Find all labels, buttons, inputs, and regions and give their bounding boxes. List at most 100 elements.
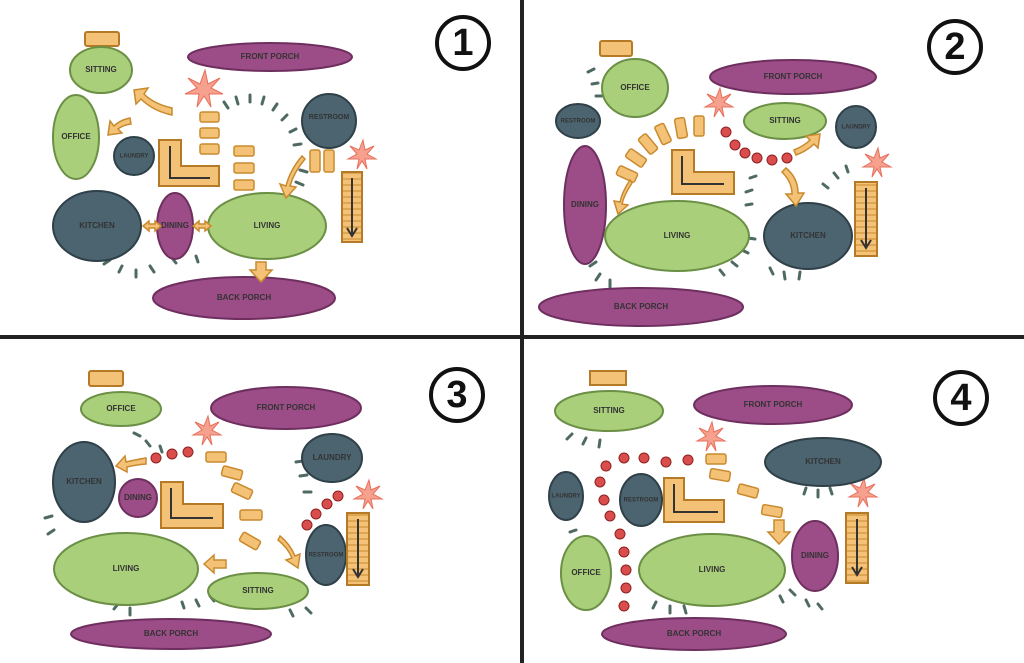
hatch-marks bbox=[102, 93, 309, 279]
window-icon bbox=[589, 370, 627, 386]
room-office bbox=[601, 58, 669, 118]
room-label-living: LIVING bbox=[113, 564, 140, 573]
arrow-icon bbox=[612, 178, 633, 216]
room-office bbox=[80, 391, 162, 427]
room-living bbox=[604, 200, 750, 272]
step-blocks bbox=[615, 115, 705, 183]
path-dots bbox=[594, 452, 694, 612]
room-label-dining: DINING bbox=[161, 221, 189, 230]
room-dining bbox=[791, 520, 839, 592]
panel-number: 4 bbox=[950, 377, 971, 419]
room-kitchen bbox=[764, 437, 882, 487]
room-label-office: OFFICE bbox=[61, 132, 91, 141]
panel-number-circle bbox=[927, 19, 983, 75]
panel-number-circle bbox=[435, 15, 491, 71]
stair-direction-icon bbox=[860, 188, 872, 250]
plant-icon bbox=[352, 478, 384, 510]
path-dots bbox=[150, 446, 344, 531]
panel-number: 3 bbox=[446, 374, 467, 416]
arrow-icon bbox=[277, 534, 301, 570]
room-office bbox=[52, 94, 100, 180]
room-label-dining: DINING bbox=[571, 200, 599, 209]
room-restroom bbox=[555, 103, 601, 139]
stair-direction-icon bbox=[352, 519, 364, 579]
flow-arrows bbox=[612, 133, 821, 216]
step-blocks bbox=[705, 453, 784, 519]
arrow-icon bbox=[248, 261, 274, 284]
plant-icon bbox=[184, 68, 224, 108]
step-blocks bbox=[199, 111, 335, 191]
room-label-restroom: RESTROOM bbox=[309, 553, 344, 559]
room-back-porch bbox=[538, 287, 744, 327]
room-living bbox=[638, 533, 786, 607]
room-label-laundry: LAUNDRY bbox=[841, 125, 870, 131]
room-laundry bbox=[113, 136, 155, 176]
window-icon bbox=[599, 40, 633, 57]
room-laundry bbox=[301, 433, 363, 483]
plant-icon bbox=[191, 414, 223, 446]
room-living bbox=[53, 532, 199, 606]
room-label-sitting: SITTING bbox=[242, 586, 274, 595]
room-sitting bbox=[743, 102, 827, 140]
hatch-marks bbox=[43, 431, 313, 618]
room-label-sitting: SITTING bbox=[593, 406, 625, 415]
panel-3: 3 OFFICE FRONT PORCH KITCHEN DINING LAUN… bbox=[43, 367, 485, 650]
room-label-kitchen: KITCHEN bbox=[805, 457, 841, 466]
stair-direction-icon bbox=[851, 519, 863, 577]
hatch-marks bbox=[586, 67, 850, 289]
room-kitchen bbox=[52, 190, 142, 262]
room-sitting bbox=[554, 390, 664, 432]
arrow-icon bbox=[780, 166, 806, 208]
room-label-office: OFFICE bbox=[106, 404, 136, 413]
room-laundry bbox=[548, 471, 584, 521]
stair-direction-icon bbox=[346, 178, 358, 238]
plant-icon bbox=[703, 86, 735, 118]
room-label-front-porch: FRONT PORCH bbox=[764, 72, 823, 81]
plant-icon bbox=[861, 146, 893, 178]
room-label-kitchen: KITCHEN bbox=[790, 231, 826, 240]
arrow-icon bbox=[202, 553, 227, 575]
room-label-restroom: RESTROOM bbox=[624, 498, 659, 504]
arrow-icon bbox=[191, 219, 213, 233]
room-label-front-porch: FRONT PORCH bbox=[744, 400, 803, 409]
panel-number: 1 bbox=[452, 22, 473, 64]
plant-icon bbox=[847, 476, 879, 508]
plant-icon bbox=[346, 138, 378, 170]
room-label-back-porch: BACK PORCH bbox=[144, 629, 198, 638]
stair-direction-icon bbox=[170, 488, 213, 519]
room-dining bbox=[118, 478, 158, 518]
room-label-living: LIVING bbox=[699, 565, 726, 574]
room-label-back-porch: BACK PORCH bbox=[614, 302, 668, 311]
room-back-porch bbox=[601, 617, 787, 651]
room-back-porch bbox=[152, 276, 336, 320]
stair-direction-icon bbox=[681, 156, 724, 185]
room-label-living: LIVING bbox=[664, 231, 691, 240]
room-label-front-porch: FRONT PORCH bbox=[257, 403, 316, 412]
window-icon bbox=[84, 31, 120, 47]
room-front-porch bbox=[187, 42, 353, 72]
room-label-restroom: RESTROOM bbox=[561, 119, 596, 125]
stair-direction-icon bbox=[169, 146, 210, 179]
panel-number: 2 bbox=[944, 26, 965, 68]
window-icon bbox=[88, 370, 124, 387]
stair-direction-icon bbox=[673, 484, 718, 513]
room-label-dining: DINING bbox=[801, 551, 829, 560]
step-blocks bbox=[205, 451, 263, 551]
room-kitchen bbox=[763, 202, 853, 270]
arrow-icon bbox=[278, 154, 307, 200]
panel-4: 4 SITTING FRONT PORCH KITCHEN LAUNDRY RE… bbox=[548, 370, 989, 651]
room-label-dining: DINING bbox=[124, 493, 152, 502]
path-dots bbox=[720, 126, 793, 166]
stair-icon bbox=[158, 139, 220, 187]
room-label-laundry: LAUNDRY bbox=[119, 154, 148, 160]
room-front-porch bbox=[210, 386, 362, 430]
room-office bbox=[560, 535, 612, 611]
room-label-front-porch: FRONT PORCH bbox=[241, 52, 300, 61]
room-label-sitting: SITTING bbox=[85, 65, 117, 74]
room-restroom bbox=[301, 93, 357, 149]
panel-2: 2 OFFICE RESTROOM FRONT PORCH SITTING LA… bbox=[538, 19, 983, 327]
room-label-back-porch: BACK PORCH bbox=[667, 629, 721, 638]
arrow-icon bbox=[133, 87, 173, 116]
room-label-laundry: LAUNDRY bbox=[313, 453, 352, 462]
